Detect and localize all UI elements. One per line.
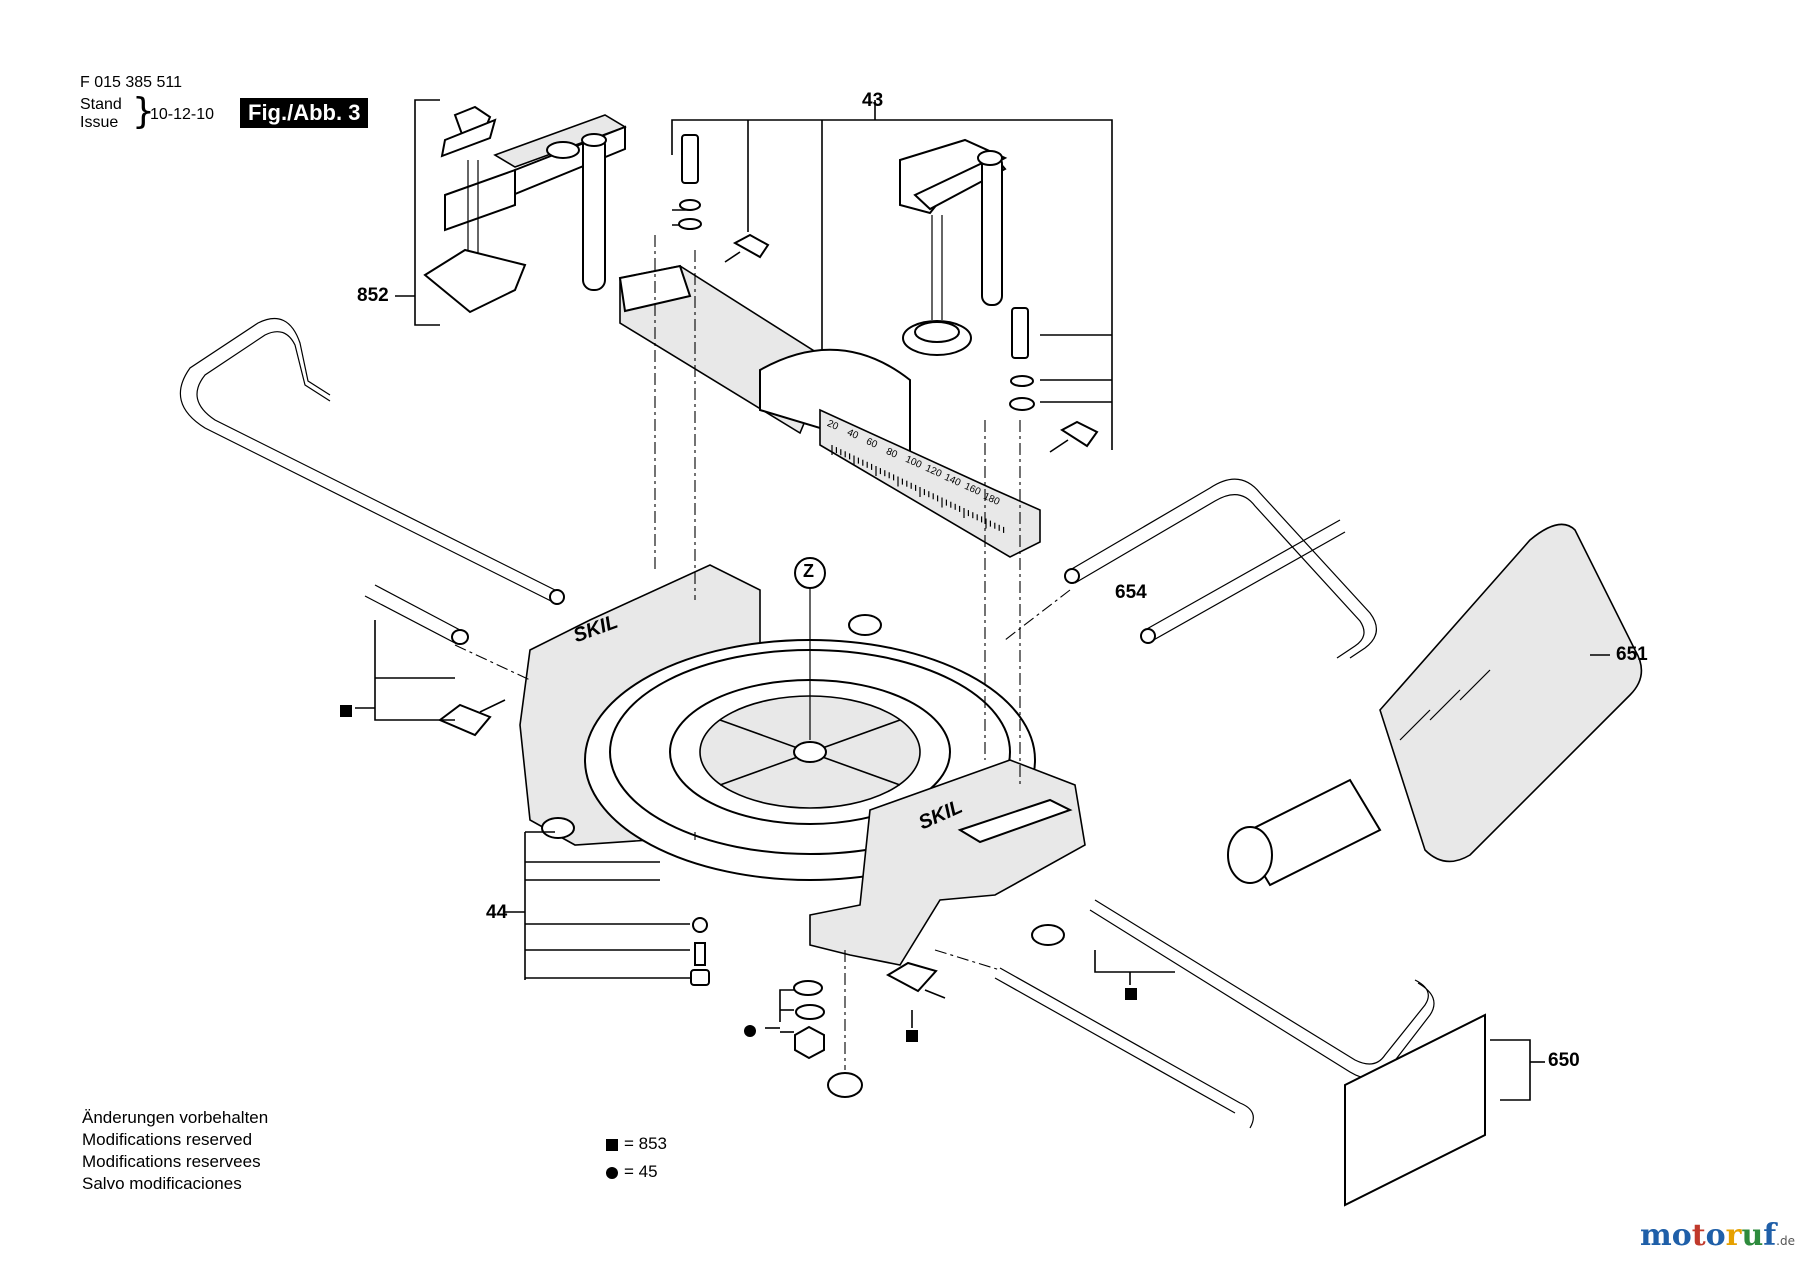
part-number-651: 651 bbox=[1616, 644, 1648, 665]
doc-number: F 015 385 511 bbox=[80, 74, 183, 91]
watermark-letter: u bbox=[1741, 1218, 1764, 1253]
legend-dot-text: = 45 bbox=[624, 1162, 658, 1181]
stand-label: Stand bbox=[80, 96, 122, 113]
square-marker-bottom bbox=[906, 1027, 924, 1045]
square-marker-right bbox=[1125, 985, 1143, 1003]
part-number-44: 44 bbox=[486, 902, 508, 923]
watermark-text: motoruf bbox=[1640, 1218, 1776, 1253]
dust-bag-651-drawing bbox=[1227, 523, 1643, 887]
note-de: Änderungen vorbehalten bbox=[82, 1108, 269, 1127]
part-number-43: 43 bbox=[862, 90, 884, 111]
legend-dot: = 45 bbox=[606, 1162, 658, 1182]
legend-square-text: = 853 bbox=[624, 1134, 668, 1153]
watermark-suffix: .de bbox=[1776, 1234, 1795, 1248]
figure-label: Fig./Abb. 3 bbox=[240, 98, 369, 128]
clamp-852-drawing bbox=[395, 99, 627, 326]
saw-base-drawing bbox=[519, 564, 1086, 966]
note-en: Modifications reserved bbox=[82, 1130, 253, 1149]
watermark-letter: t bbox=[1691, 1218, 1706, 1253]
note-fr: Modifications reservees bbox=[82, 1152, 261, 1171]
legend-square: = 853 bbox=[606, 1134, 667, 1154]
rod-650-drawing bbox=[994, 899, 1545, 1207]
watermark-letter: o bbox=[1705, 1218, 1726, 1253]
part-number-z: Z bbox=[803, 561, 814, 581]
watermark-letter: m bbox=[1640, 1218, 1672, 1253]
watermark-letter: o bbox=[1671, 1218, 1692, 1253]
issue-label: Issue bbox=[80, 114, 119, 131]
fence-scale-ticks bbox=[831, 445, 1005, 533]
dot-marker bbox=[744, 1022, 762, 1040]
watermark-logo: motoruf.de bbox=[1640, 1218, 1795, 1253]
fence-43-drawing bbox=[618, 100, 1113, 558]
part-number-852: 852 bbox=[357, 285, 389, 306]
part-number-650: 650 bbox=[1548, 1050, 1580, 1071]
assembly-lines bbox=[454, 235, 1071, 1070]
extension-rod-right bbox=[1064, 478, 1377, 659]
brace: } bbox=[132, 91, 155, 132]
extension-rod-left bbox=[179, 318, 565, 645]
part-number-654: 654 bbox=[1115, 582, 1147, 603]
nut-stack-drawing bbox=[765, 980, 863, 1098]
note-es: Salvo modificaciones bbox=[82, 1174, 242, 1193]
square-marker-left bbox=[340, 702, 358, 720]
watermark-letter: r bbox=[1725, 1218, 1742, 1253]
issue-date: 10-12-10 bbox=[150, 106, 215, 123]
watermark-letter: f bbox=[1763, 1218, 1777, 1253]
wing-screw-drawings bbox=[355, 620, 1175, 1028]
feet-44-drawing bbox=[505, 831, 710, 986]
